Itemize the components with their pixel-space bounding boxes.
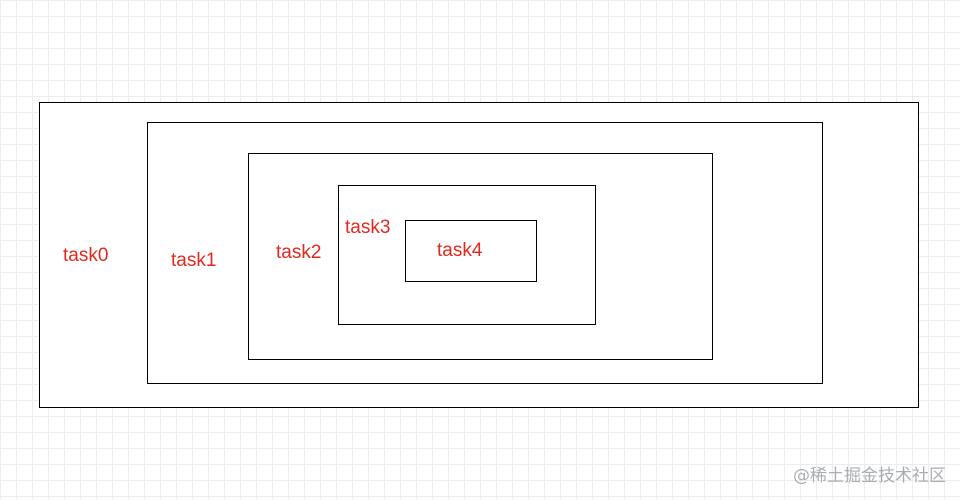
task0-label: task0 <box>63 245 109 266</box>
task1-label: task1 <box>171 250 217 271</box>
task3-label: task3 <box>345 217 391 238</box>
task2-label: task2 <box>276 242 322 263</box>
watermark: @稀土掘金技术社区 <box>793 466 946 486</box>
task4-label: task4 <box>437 240 483 261</box>
task4-box <box>405 220 537 282</box>
